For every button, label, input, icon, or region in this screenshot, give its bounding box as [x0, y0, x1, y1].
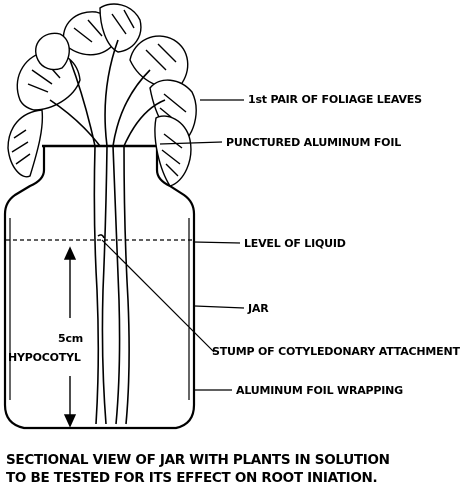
jar-outline [3, 144, 196, 430]
foliage-leaves [7, 3, 197, 187]
dimension-arrow [63, 246, 77, 428]
upper-stems [49, 39, 166, 147]
caption-line-1: SECTIONAL VIEW OF JAR WITH PLANTS IN SOL… [6, 452, 390, 468]
leader-stump [101, 239, 215, 353]
leader-liquid [193, 241, 241, 244]
caption-line-2: TO BE TESTED FOR ITS EFFECT ON ROOT INIA… [6, 470, 378, 486]
label-measure: 5cm [58, 332, 84, 345]
label-hypocotyl: HYPOCOTYL [8, 351, 81, 364]
label-stump: STUMP OF COTYLEDONARY ATTACHMENT [212, 345, 460, 358]
label-jar: JAR [248, 302, 269, 315]
hypocotyl-stems [93, 145, 130, 425]
leader-lines [101, 99, 245, 391]
leader-foil [159, 141, 223, 145]
label-foil-wrapping: ALUMINUM FOIL WRAPPING [236, 384, 403, 397]
cotyledon-stump [97, 234, 105, 239]
label-punctured-foil: PUNCTURED ALUMINUM FOIL [226, 136, 402, 149]
label-foliage-leaves: 1st PAIR OF FOLIAGE LEAVES [248, 93, 422, 106]
leader-jar [194, 305, 245, 309]
label-level-liquid: LEVEL OF LIQUID [244, 237, 346, 250]
